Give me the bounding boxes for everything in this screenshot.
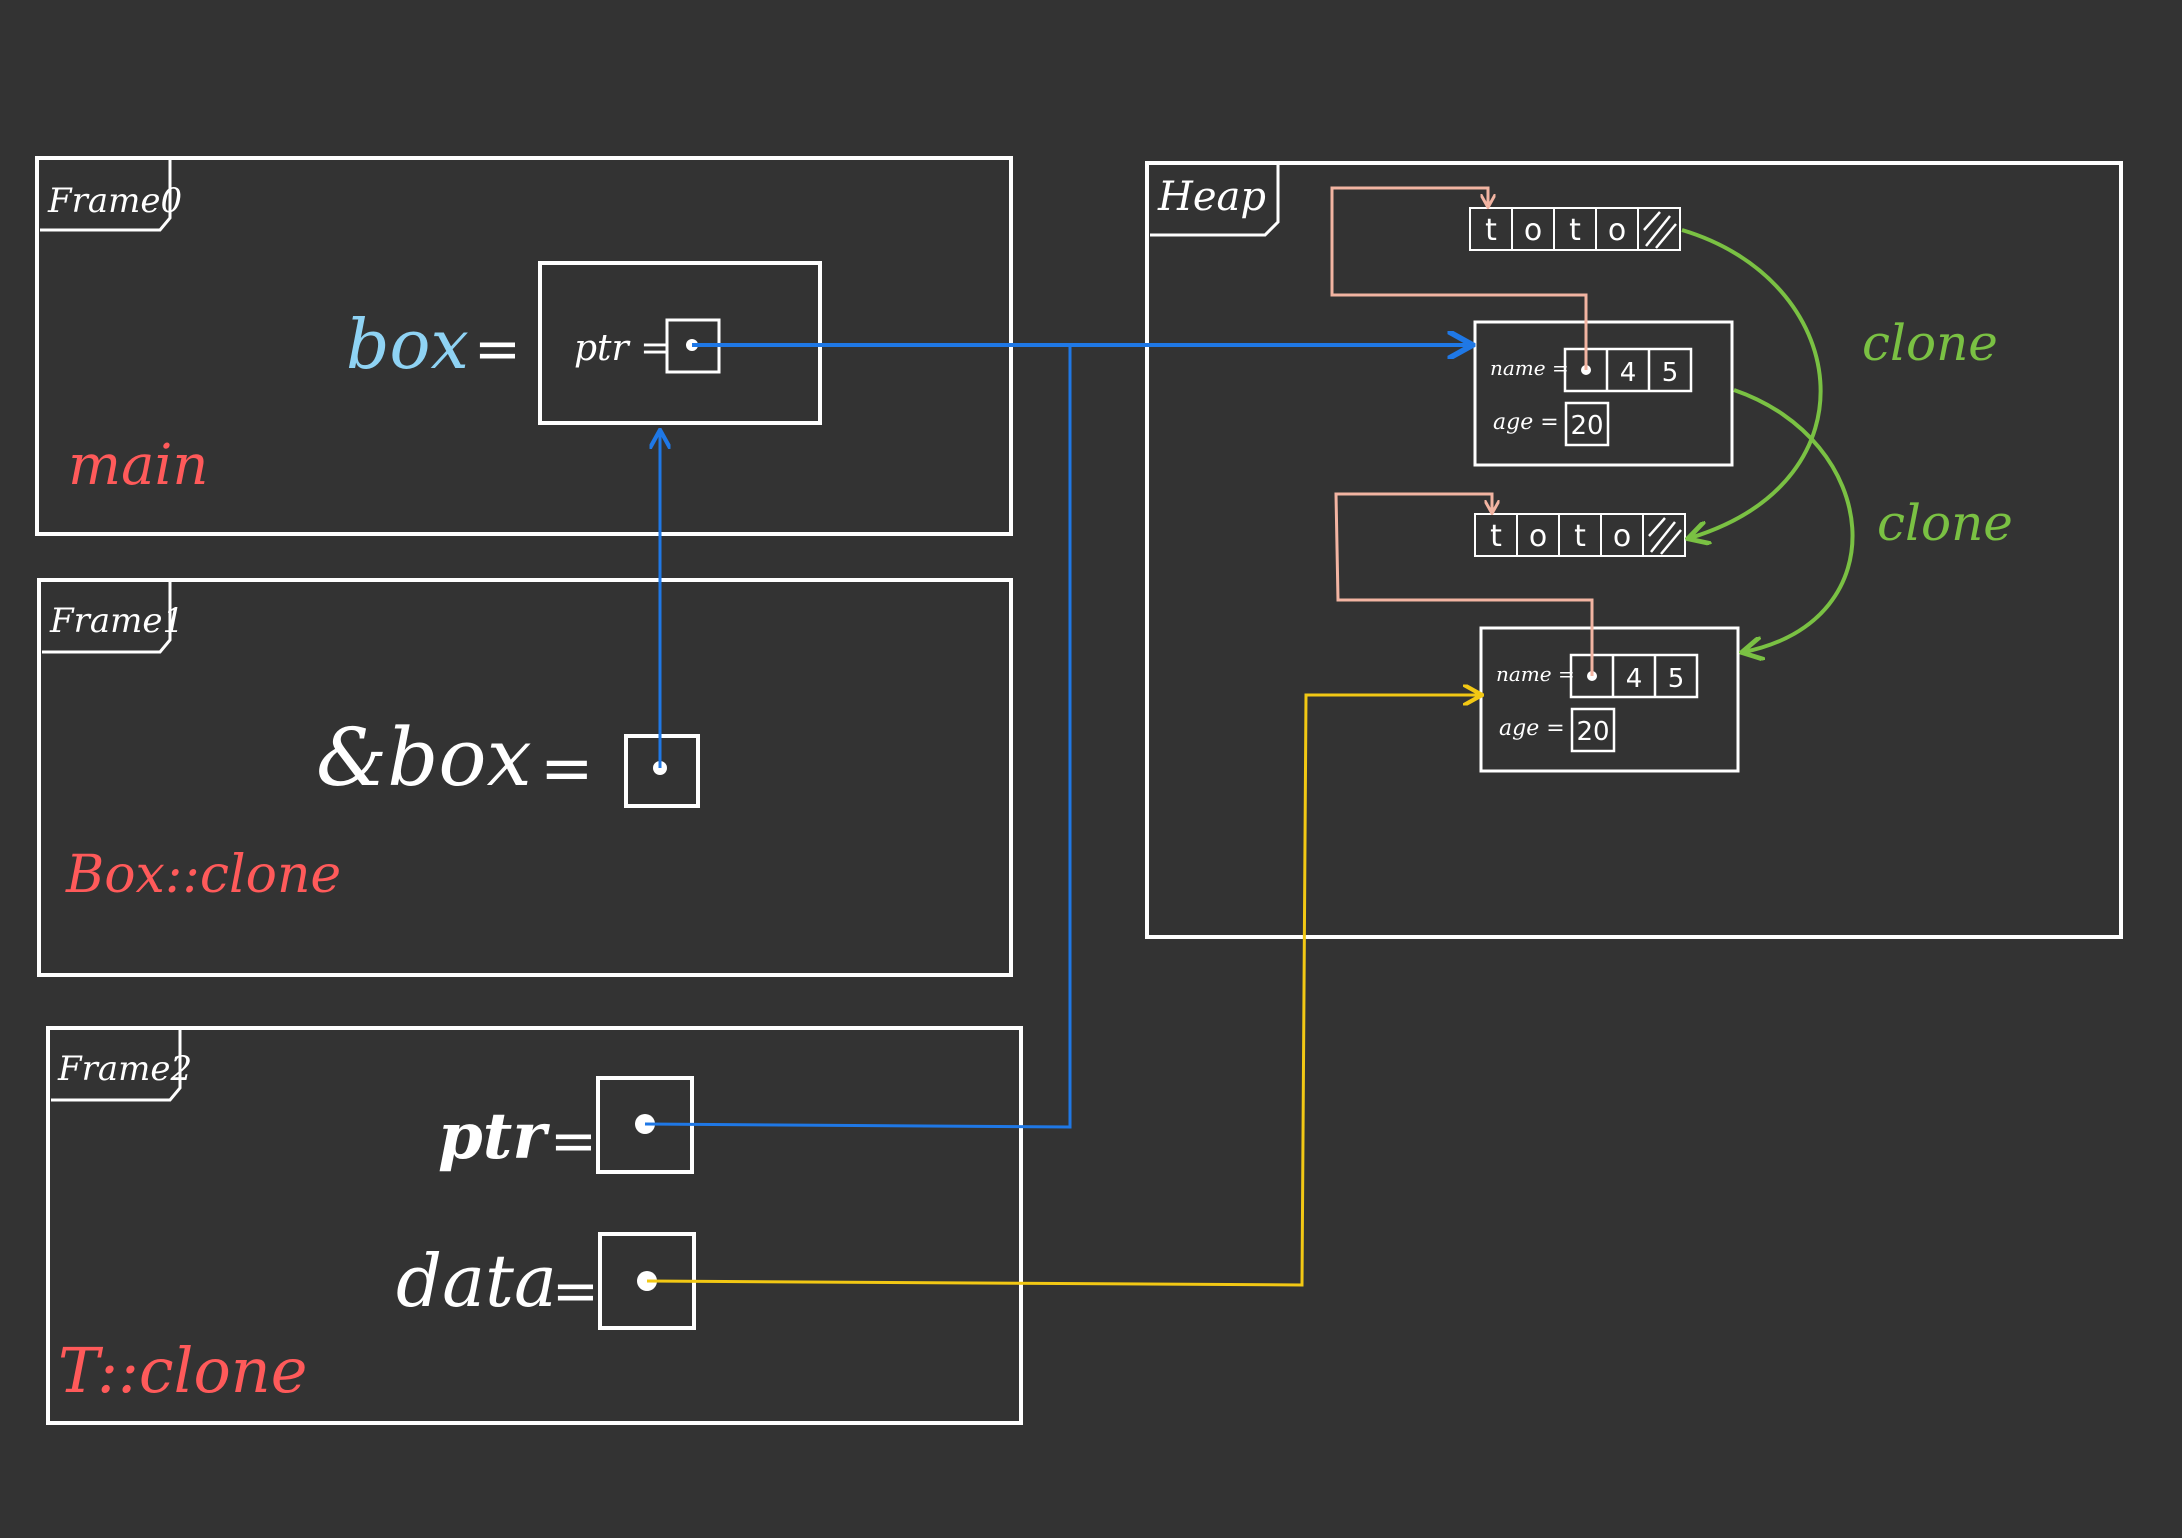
var-ref-box-name: &box — [316, 711, 532, 804]
frame-1-tab — [42, 582, 172, 654]
heap-string-2: t o t o — [1474, 513, 1686, 557]
struct-2-age-label: age = — [1499, 716, 1565, 741]
frame-1: Frame1 Box::clone &box = — [37, 578, 1013, 977]
struct-1-cap: 5 — [1662, 358, 1679, 388]
clone-arrow-string — [1681, 228, 1823, 538]
frame-0-function-label: main — [68, 433, 208, 498]
struct-2-name-label: name = — [1496, 662, 1575, 686]
heap: Heap t o t o name = 4 — [1145, 161, 2123, 939]
string-2-char: t — [1574, 519, 1586, 554]
string-1-border — [1469, 207, 1681, 251]
struct-2-name-field — [1569, 653, 1699, 699]
frame-1-function-label: Box::clone — [65, 845, 341, 905]
struct-1-name-label: name = — [1490, 356, 1569, 380]
frame-1-tag: Frame1 — [49, 601, 184, 641]
string-1-char: t — [1569, 213, 1581, 248]
var-ptr-equals: = — [550, 1109, 597, 1174]
clone-arrow-struct — [1733, 388, 1855, 652]
frame-0-tab — [40, 160, 172, 232]
heap-tab — [1150, 165, 1280, 237]
string-2-char: o — [1529, 519, 1547, 554]
var-box-equals: = — [474, 317, 521, 382]
frame-0-tag: Frame0 — [47, 181, 182, 221]
string-1-char: o — [1524, 213, 1542, 248]
struct-1-name-field — [1563, 347, 1693, 393]
string-2-char: o — [1613, 519, 1631, 554]
frame-2-tab — [51, 1030, 182, 1102]
var-data-equals: = — [552, 1259, 599, 1324]
frame-2-tag: Frame2 — [57, 1049, 192, 1089]
struct-1-age-label: age = — [1493, 410, 1559, 435]
frame-2-border — [46, 1026, 1023, 1425]
frame-2: Frame2 T::clone ptr = data = — [46, 1026, 1023, 1425]
struct-2-cap: 5 — [1668, 664, 1685, 694]
frame2-ptr-arrow — [644, 343, 1072, 1129]
var-ref-box-equals: = — [540, 732, 594, 806]
struct-2-border — [1479, 626, 1740, 773]
frame-2-function-label: T::clone — [58, 1334, 307, 1407]
data-ptr-arrow — [646, 695, 1480, 1287]
struct-1-len: 4 — [1620, 358, 1637, 388]
var-data-name: data — [396, 1239, 557, 1323]
string-1-char: o — [1608, 213, 1626, 248]
string-1-char: t — [1485, 213, 1497, 248]
struct-2-name-ptr-arrow — [1334, 492, 1594, 676]
heap-struct-2: name = 4 5 age = 20 — [1479, 626, 1740, 773]
heap-border — [1145, 161, 2123, 939]
ref-box-cell — [624, 734, 700, 808]
var-ptr-name: ptr — [438, 1099, 550, 1174]
heap-struct-1: name = 4 5 age = 20 — [1473, 320, 1734, 467]
box-ptr-label: ptr = — [574, 328, 670, 369]
struct-2-len: 4 — [1626, 664, 1643, 694]
struct-1-age: 20 — [1570, 411, 1603, 441]
struct-1-border — [1473, 320, 1734, 467]
string-1-spare-capacity-icon — [1643, 211, 1677, 249]
frame-1-border — [37, 578, 1013, 977]
var-box-name: box — [346, 306, 469, 385]
string-2-spare-capacity-icon — [1648, 517, 1682, 555]
frame-0: Frame0 main box = ptr = — [35, 156, 1013, 536]
struct-1-name-ptr-arrow — [1330, 186, 1588, 370]
clone-label-1: clone — [1862, 314, 1998, 372]
string-2-char: t — [1490, 519, 1502, 554]
clone-label-2: clone — [1877, 494, 2013, 552]
struct-2-age-field — [1570, 707, 1616, 753]
heap-tag: Heap — [1157, 174, 1266, 220]
heap-string-1: t o t o — [1469, 207, 1681, 251]
struct-1-age-field — [1564, 401, 1610, 447]
struct-2-age: 20 — [1576, 717, 1609, 747]
